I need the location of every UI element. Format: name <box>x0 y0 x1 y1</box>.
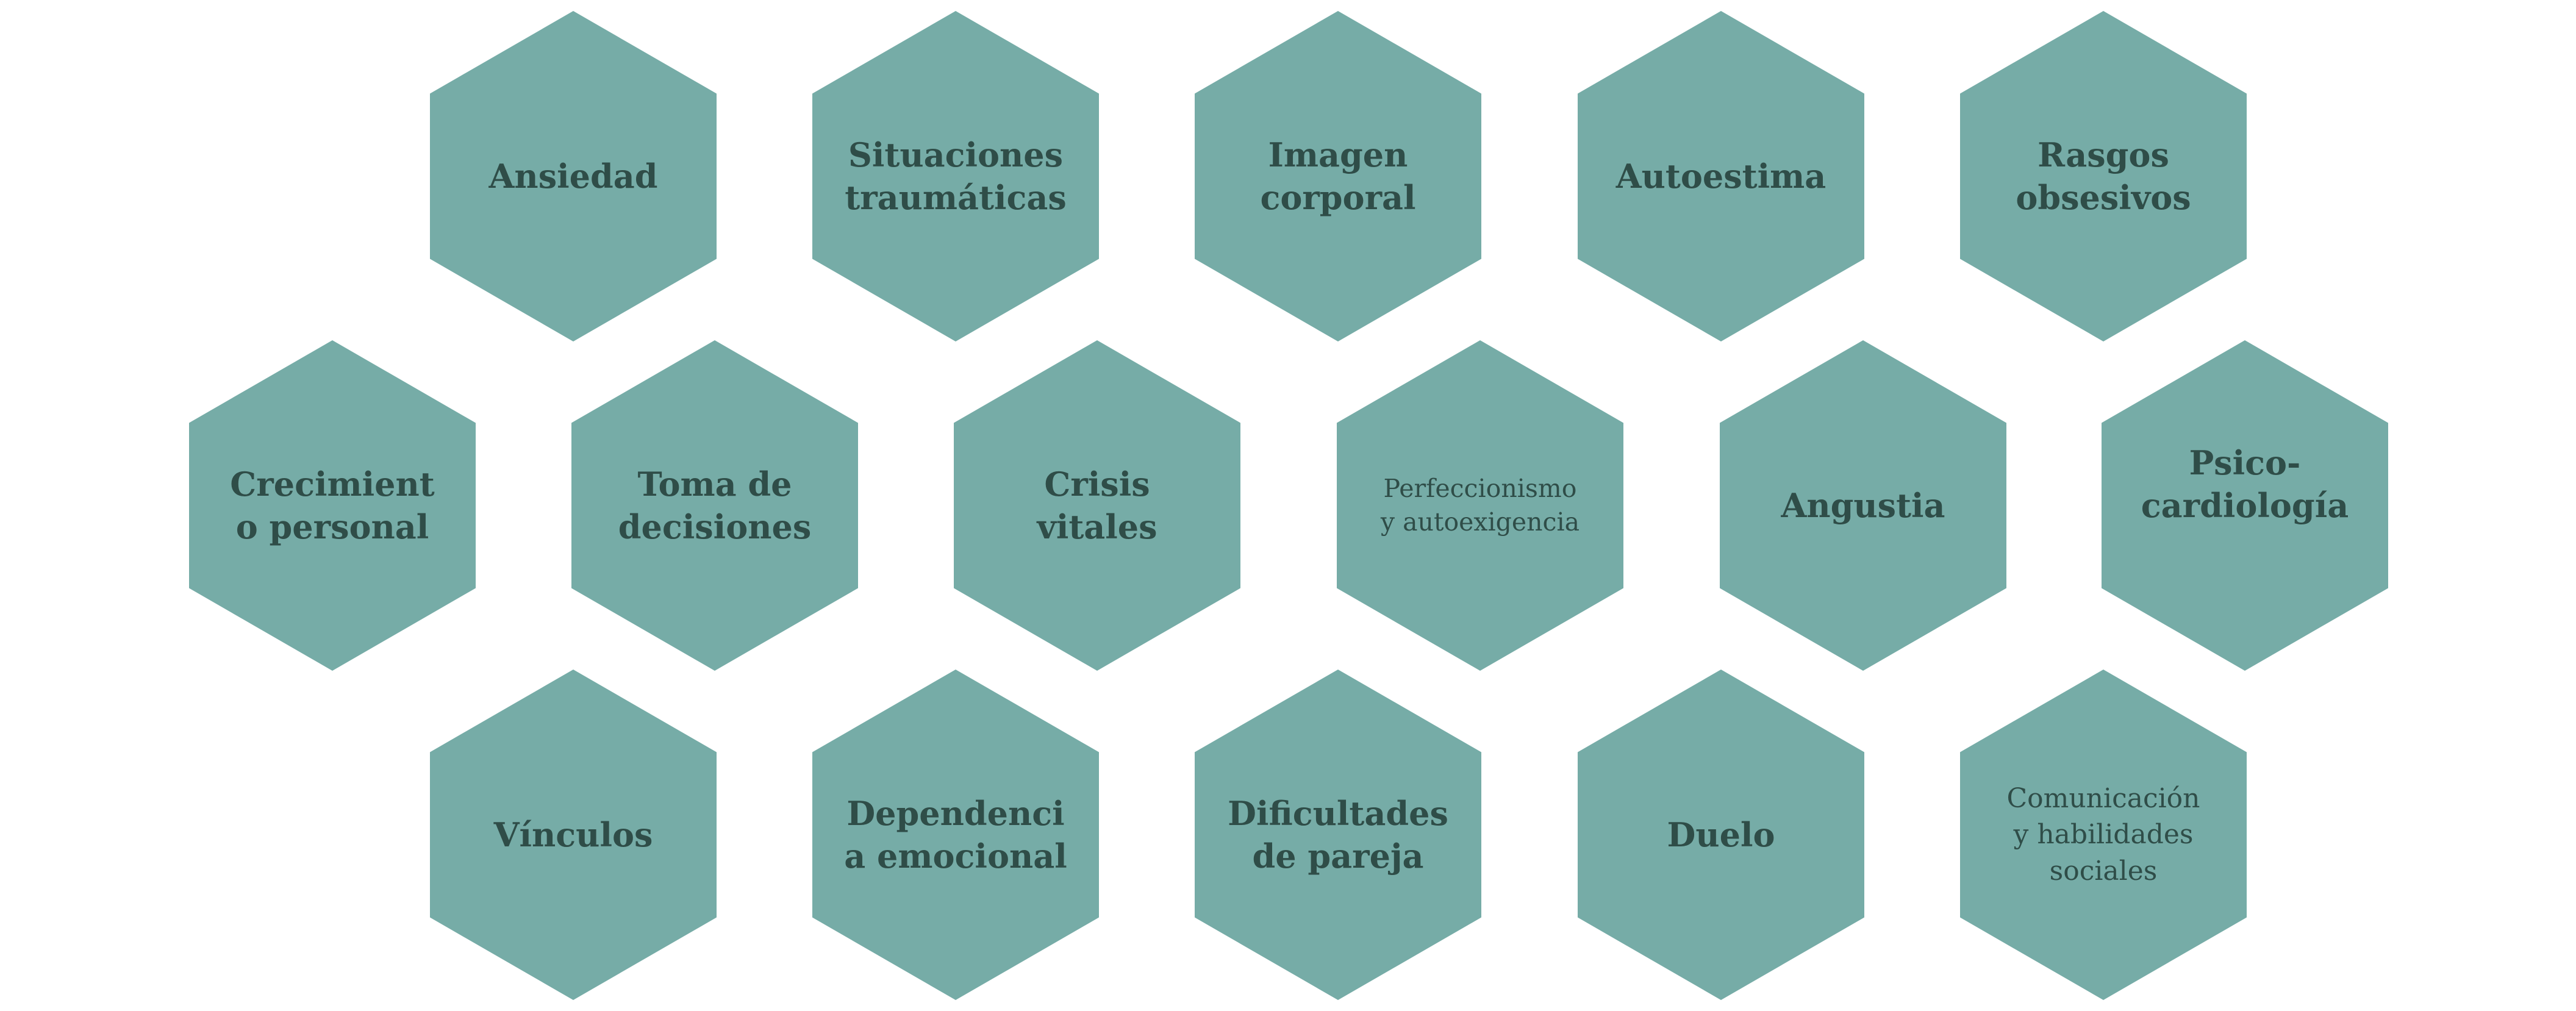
hexagon-label: Dificultades de pareja <box>1228 793 1448 876</box>
hexagon-angustia: Angustia <box>1720 340 2006 671</box>
hexagon-label: Toma de decisiones <box>618 464 812 546</box>
hexagon-crecimiento-personal: Crecimient o personal <box>189 340 476 671</box>
hexagon-vinculos: Vínculos <box>430 670 717 1000</box>
hexagon-rasgos-obsesivos: Rasgos obsesivos <box>1960 11 2247 341</box>
hexagon-label: Psico- cardiología <box>2141 443 2349 525</box>
hexagon-toma-de-decisiones: Toma de decisiones <box>571 340 858 671</box>
hexagon-label: Vínculos <box>493 815 653 854</box>
hexagon-duelo: Duelo <box>1578 670 1864 1000</box>
hexagon-dificultades-de-pareja: Dificultades de pareja <box>1195 670 1481 1000</box>
hexagon-ansiedad: Ansiedad <box>430 11 717 341</box>
hexagon-imagen-corporal: Imagen corporal <box>1195 11 1481 341</box>
hexagon-label: Perfeccionismo y autoexigencia <box>1380 473 1580 537</box>
hexagon-psicocardiologia: Psico- cardiología <box>2102 340 2388 671</box>
hexagon-perfeccionismo: Perfeccionismo y autoexigencia <box>1337 340 1623 671</box>
hexagon-label: Crecimient o personal <box>230 464 435 546</box>
hexagon-label: Crisis vitales <box>1037 464 1157 546</box>
hexagon-label: Imagen corporal <box>1260 135 1416 217</box>
hexagon-label: Situaciones traumáticas <box>845 135 1067 217</box>
hexagon-label: Comunicación y habilidades sociales <box>2006 782 2200 887</box>
hexagon-label: Rasgos obsesivos <box>2016 135 2191 217</box>
hexagon-label: Ansiedad <box>488 156 658 196</box>
hexagon-label: Duelo <box>1667 815 1775 854</box>
hexagon-label: Dependenci a emocional <box>844 793 1067 876</box>
hexagon-dependencia-emocional: Dependenci a emocional <box>812 670 1099 1000</box>
hexagon-situaciones-traumaticas: Situaciones traumáticas <box>812 11 1099 341</box>
hexagon-crisis-vitales: Crisis vitales <box>954 340 1240 671</box>
hexagon-comunicacion: Comunicación y habilidades sociales <box>1960 670 2247 1000</box>
hexagon-autoestima: Autoestima <box>1578 11 1864 341</box>
hexagon-label: Angustia <box>1781 485 1945 525</box>
hexagon-label: Autoestima <box>1615 156 1826 196</box>
